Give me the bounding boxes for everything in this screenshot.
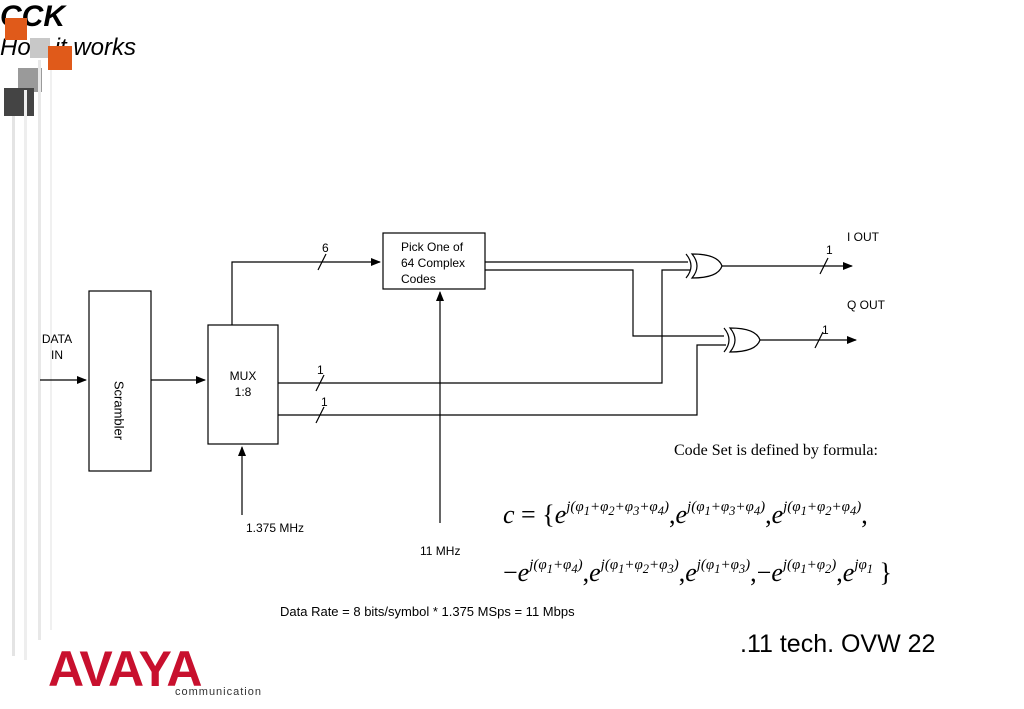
avaya-logo-tagline: communication: [175, 686, 262, 698]
scrambler-label: Scrambler: [111, 380, 127, 441]
code-selector-block: [382, 232, 486, 290]
scrambler-block: [88, 290, 152, 472]
cck-formula-line-2: −ej(φ1+φ4),ej(φ1+φ2+φ3),ej(φ1+φ3),−ej(φ1…: [503, 557, 893, 587]
corner-decoration: [0, 0, 80, 709]
bus-slash-code: [317, 253, 327, 271]
decor-vline-1: [12, 116, 15, 656]
decor-square-gray-1: [30, 38, 50, 58]
mux-bit-line-1: [278, 269, 690, 384]
decor-vline-3: [38, 60, 41, 640]
clock-1375mhz-label: 1.375 MHz: [246, 521, 305, 535]
avaya-logo: AVAYA: [48, 641, 202, 697]
slide-number: .11 tech. OVW 22: [740, 630, 936, 658]
decor-square-orange-2: [48, 46, 72, 70]
decor-square-orange-1: [5, 18, 27, 40]
cck-formula-line-1: c = {ej(φ1+φ2+φ3+φ4),ej(φ1+φ3+φ4),ej(φ1+…: [503, 499, 868, 529]
mux-block: [207, 324, 279, 445]
mux-label: MUX 1:8: [229, 369, 257, 399]
data-rate-text: Data Rate = 8 bits/symbol * 1.375 MSps =…: [280, 604, 575, 619]
bus-width-qout-label: 1: [822, 323, 829, 337]
decor-square-dark: [4, 88, 34, 116]
xor-gate-i: [690, 253, 723, 279]
bus-width-bit1-label: 1: [317, 363, 324, 377]
decor-vline-2: [24, 90, 27, 660]
bus-slash-iout: [819, 257, 829, 275]
decor-vline-4: [50, 70, 52, 630]
formula-label: Code Set is defined by formula:: [674, 442, 878, 459]
bus-width-iout-label: 1: [826, 243, 833, 257]
code-box-label: Pick One of 64 Complex Codes: [401, 240, 466, 286]
q-out-label: Q OUT: [847, 298, 885, 312]
mux-bit-line-2: [278, 344, 726, 416]
bus-width-code-label: 6: [322, 241, 329, 255]
bus-slash-bit-2: [315, 406, 325, 424]
i-out-label: I OUT: [847, 230, 879, 244]
code-out-to-q-gate: [485, 269, 724, 337]
clock-11mhz-label: 11 MHz: [420, 544, 461, 558]
xor-gate-q: [728, 327, 761, 353]
data-in-label: DATA IN: [41, 332, 73, 362]
mux-to-code-bus: [231, 258, 381, 325]
bus-slash-qout: [814, 331, 824, 349]
bus-width-bit2-label: 1: [321, 395, 328, 409]
bus-slash-bit-1: [315, 374, 325, 392]
